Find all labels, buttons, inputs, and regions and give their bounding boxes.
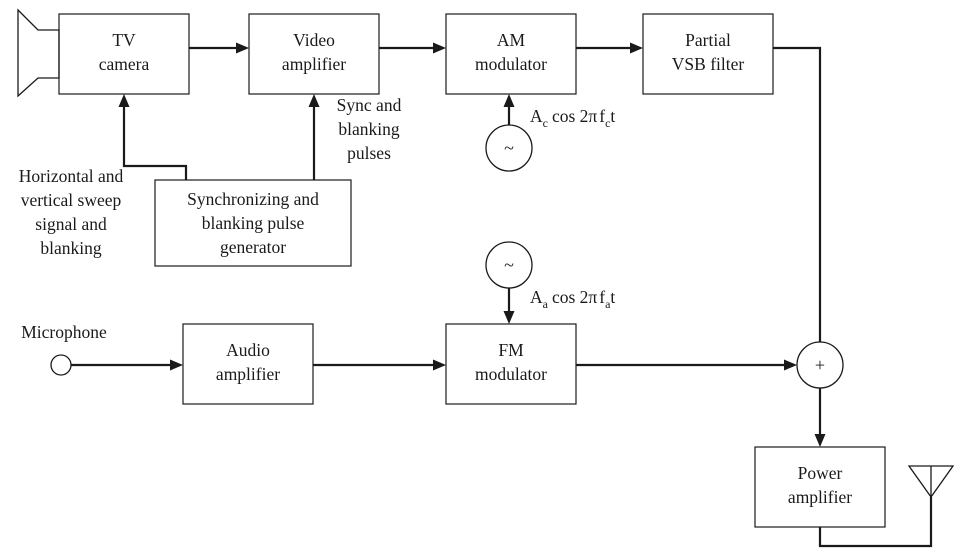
video-carrier-oscillator: ~ <box>485 94 533 172</box>
audio-amplifier-label-1: Audio <box>226 340 270 360</box>
sync-pulses-line-1: Sync and <box>337 95 402 115</box>
fm-modulator-block: FM modulator <box>445 323 577 405</box>
tv-camera-label-2: camera <box>99 54 150 74</box>
tv-camera-label-1: TV <box>112 30 136 50</box>
sweep-signal-line-2: vertical sweep <box>21 190 122 210</box>
power-amp-to-antenna-wire <box>818 497 933 548</box>
summer-to-power-amp-arrow <box>814 388 826 447</box>
video-amplifier-block: Video amplifier <box>248 13 380 95</box>
fm-modulator-label-2: modulator <box>475 364 547 384</box>
sweep-signal-line-3: signal and <box>35 214 107 234</box>
microphone-icon <box>50 354 72 376</box>
sync-to-video-amp-arrow <box>308 94 320 180</box>
camera-to-video-amp-arrow <box>189 42 249 54</box>
sync-generator-label-1: Synchronizing and <box>187 189 319 209</box>
audio-amp-to-fm-mod-arrow <box>313 359 446 371</box>
antenna-icon <box>907 465 955 499</box>
am-mod-to-vsb-filter-arrow <box>576 42 643 54</box>
am-modulator-block: AM modulator <box>445 13 577 95</box>
camera-lens-icon <box>17 8 60 98</box>
sync-pulses-label: Sync and blanking pulses <box>337 95 402 163</box>
vsb-filter-block: Partial VSB filter <box>642 13 774 95</box>
sync-generator-label-2: blanking pulse <box>202 213 305 233</box>
video-amplifier-label-2: amplifier <box>282 54 346 74</box>
sync-generator-label-3: generator <box>220 237 286 257</box>
audio-amplifier-block: Audio amplifier <box>182 323 314 405</box>
microphone-to-audio-amp-arrow <box>71 359 183 371</box>
fm-mod-to-summer-arrow <box>576 359 797 371</box>
video-amplifier-label-1: Video <box>293 30 335 50</box>
video-amp-to-am-mod-arrow <box>379 42 446 54</box>
vsb-filter-label-1: Partial <box>685 30 731 50</box>
power-amplifier-label-1: Power <box>798 463 843 483</box>
audio-amplifier-label-2: amplifier <box>216 364 280 384</box>
tv-camera-block: TV camera <box>58 13 190 95</box>
summing-junction-icon: + <box>796 341 844 389</box>
sync-pulses-line-2: blanking <box>338 119 399 139</box>
sweep-signal-line-1: Horizontal and <box>19 166 124 186</box>
fm-modulator-label-1: FM <box>498 340 524 360</box>
summer-symbol: + <box>815 355 825 375</box>
microphone-label: Microphone <box>21 322 107 342</box>
sweep-signal-label: Horizontal and vertical sweep signal and… <box>19 166 124 258</box>
sine-oscillator-icon <box>485 124 533 172</box>
sync-pulses-line-3: pulses <box>347 143 391 163</box>
sync-generator-block: Synchronizing and blanking pulse generat… <box>154 179 352 267</box>
audio-carrier-oscillator: ~ <box>485 241 533 324</box>
video-oscillator-symbol: ~ <box>504 138 514 158</box>
am-modulator-label-1: AM <box>497 30 526 50</box>
vsb-filter-to-summer-arrow <box>773 46 826 367</box>
audio-oscillator-symbol: ~ <box>504 255 514 275</box>
sweep-signal-line-4: blanking <box>40 238 101 258</box>
power-amplifier-block: Power amplifier <box>754 446 886 528</box>
power-amplifier-label-2: amplifier <box>788 487 852 507</box>
vsb-filter-label-2: VSB filter <box>672 54 745 74</box>
sync-to-camera-arrow <box>118 94 188 180</box>
am-modulator-label-2: modulator <box>475 54 547 74</box>
